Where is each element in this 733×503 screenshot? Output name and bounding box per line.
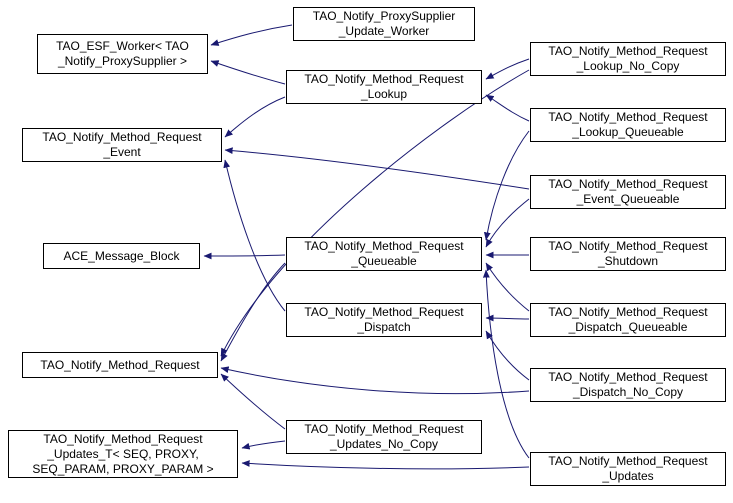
node-method-request-dispatch-queueable[interactable]: TAO_Notify_Method_Request _Dispatch_Queu… xyxy=(530,303,726,337)
node-label-line: TAO_Notify_Method_Request xyxy=(304,239,464,253)
node-label-line: _Shutdown xyxy=(597,254,659,268)
node-method-request-updates-t[interactable]: TAO_Notify_Method_Request _Updates_T< SE… xyxy=(8,430,238,478)
node-label-line: TAO_Notify_Method_Request xyxy=(548,239,708,253)
node-label-line: _Updates_T< SEQ, PROXY, xyxy=(47,446,199,461)
edge-lookup-no-copy-to-lookup xyxy=(485,58,530,80)
edge-proxysupplier-update-worker-to-esf-worker xyxy=(210,24,293,46)
node-method-request-dispatch[interactable]: TAO_Notify_Method_Request _Dispatch xyxy=(286,303,482,337)
node-label-line: TAO_Notify_Method_Request xyxy=(548,177,708,191)
node-label-line: _Dispatch_No_Copy xyxy=(572,385,684,399)
node-label-line: _Dispatch xyxy=(357,320,411,334)
node-label-line: _Queueable xyxy=(351,254,417,268)
node-label-line: _Event xyxy=(103,145,141,159)
edge-updates-to-updates-t xyxy=(241,460,530,470)
node-method-request-lookup-queueable[interactable]: TAO_Notify_Method_Request _Lookup_Queuea… xyxy=(530,108,726,142)
node-label-line: _Update_Worker xyxy=(338,24,430,38)
node-method-request-shutdown[interactable]: TAO_Notify_Method_Request _Shutdown xyxy=(530,237,726,271)
node-label-line: TAO_Notify_Method_Request xyxy=(304,305,464,319)
node-label-line: TAO_ESF_Worker< TAO xyxy=(56,39,189,53)
node-method-request-event-queueable[interactable]: TAO_Notify_Method_Request _Event_Queueab… xyxy=(530,175,726,209)
node-ace-message-block[interactable]: ACE_Message_Block xyxy=(43,243,200,269)
edge-lookup-queueable-to-queueable xyxy=(483,130,530,241)
node-method-request-updates[interactable]: TAO_Notify_Method_Request _Updates xyxy=(530,452,726,486)
edge-queueable-to-ace-message-block xyxy=(203,252,286,260)
node-label-line: TAO_Notify_ProxySupplier xyxy=(312,9,456,23)
edge-updates-to-queueable xyxy=(482,269,530,459)
node-label-line: ACE_Message_Block xyxy=(63,248,180,263)
edge-dispatch-to-event xyxy=(223,159,286,312)
node-label-line: TAO_Notify_Method_Request xyxy=(43,431,203,446)
edge-dispatch-no-copy-to-method-request xyxy=(220,366,530,395)
node-label-line: TAO_Notify_Method_Request xyxy=(304,422,464,436)
node-label-line: _Event_Queueable xyxy=(576,192,680,206)
node-method-request-event[interactable]: TAO_Notify_Method_Request _Event xyxy=(22,128,222,162)
node-label-line: _Lookup_Queueable xyxy=(572,125,684,139)
node-label-line: TAO_Notify_Method_Request xyxy=(42,130,202,144)
edge-updates-no-copy-to-updates-t xyxy=(241,440,286,450)
node-method-request-lookup-no-copy[interactable]: TAO_Notify_Method_Request _Lookup_No_Cop… xyxy=(530,42,726,76)
edge-queueable-to-method-request xyxy=(220,262,286,362)
edge-lookup-queueable-to-lookup xyxy=(485,94,530,122)
node-label-line: TAO_Notify_Method_Request xyxy=(40,357,200,372)
node-method-request-queueable[interactable]: TAO_Notify_Method_Request _Queueable xyxy=(286,237,482,271)
node-label-line: TAO_Notify_Method_Request xyxy=(548,454,708,468)
node-method-request-dispatch-no-copy[interactable]: TAO_Notify_Method_Request _Dispatch_No_C… xyxy=(530,368,726,402)
node-label-line: _Dispatch_Queueable xyxy=(568,320,688,334)
edge-lookup-to-event xyxy=(224,96,286,138)
node-esf-worker[interactable]: TAO_ESF_Worker< TAO _Notify_ProxySupplie… xyxy=(37,34,208,74)
node-label-line: _Notify_ProxySupplier > xyxy=(57,54,188,68)
node-method-request[interactable]: TAO_Notify_Method_Request xyxy=(22,352,218,378)
node-label-line: TAO_Notify_Method_Request xyxy=(304,72,464,86)
node-label-line: TAO_Notify_Method_Request xyxy=(548,305,708,319)
node-label-line: SEQ_PARAM, PROXY_PARAM > xyxy=(32,461,214,476)
node-label-line: TAO_Notify_Method_Request xyxy=(548,110,708,124)
node-label-line: _Updates_No_Copy xyxy=(329,437,439,451)
edge-event-queueable-to-event xyxy=(224,147,530,190)
node-label-line: TAO_Notify_Method_Request xyxy=(548,370,708,384)
node-label-line: TAO_Notify_Method_Request xyxy=(548,44,708,58)
edge-dispatch-queueable-to-dispatch xyxy=(485,314,530,322)
edge-dispatch-no-copy-to-dispatch xyxy=(485,330,530,381)
node-proxysupplier-update-worker[interactable]: TAO_Notify_ProxySupplier _Update_Worker xyxy=(293,7,475,41)
edge-updates-no-copy-to-method-request xyxy=(220,373,286,430)
edge-lookup-no-copy-to-method-request xyxy=(220,69,530,357)
edge-lookup-to-esf-worker xyxy=(210,60,286,85)
node-label-line: _Lookup_No_Copy xyxy=(576,59,680,73)
node-label-line: _Updates xyxy=(602,469,654,483)
node-method-request-updates-no-copy[interactable]: TAO_Notify_Method_Request _Updates_No_Co… xyxy=(286,420,482,454)
edge-dispatch-queueable-to-queueable xyxy=(485,262,530,312)
node-label-line: _Lookup xyxy=(360,87,408,101)
node-method-request-lookup[interactable]: TAO_Notify_Method_Request _Lookup xyxy=(286,70,482,104)
edge-event-queueable-to-queueable xyxy=(485,198,530,248)
